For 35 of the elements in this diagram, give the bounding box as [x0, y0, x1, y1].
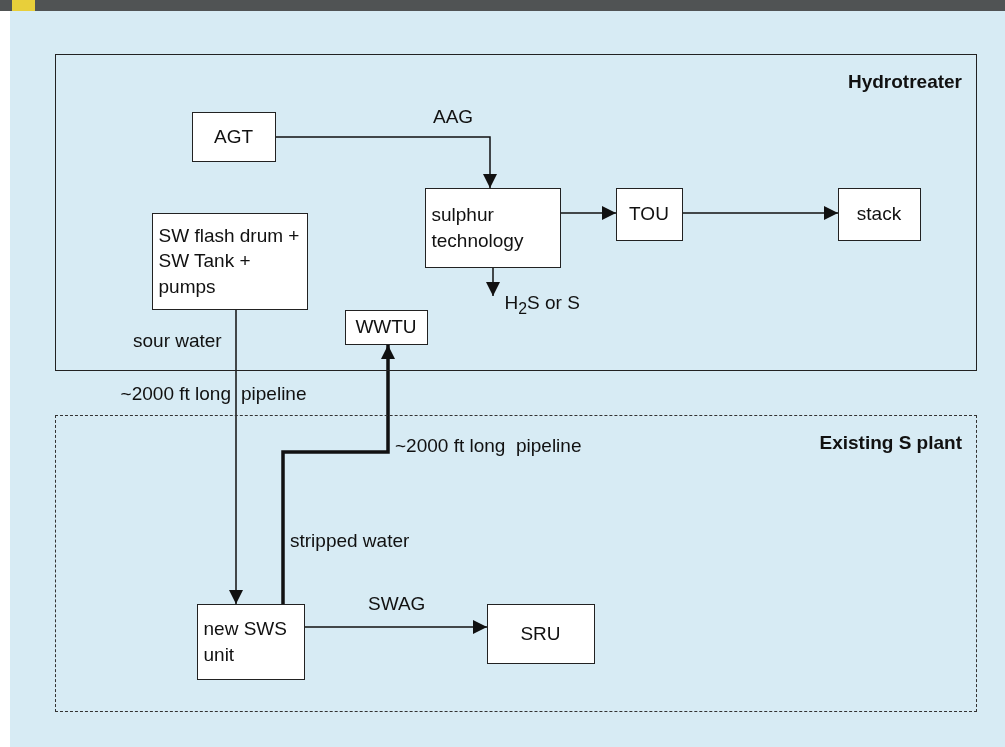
- edge-label: stripped water: [290, 530, 410, 552]
- edge-label: sour water: [133, 330, 222, 352]
- process-box: [196, 603, 305, 680]
- box-label: new SWS unit: [202, 616, 288, 667]
- process-box: [424, 187, 561, 268]
- box-label: SW flash drum + SW Tank + pumps: [157, 223, 301, 299]
- output-label: H$_{2}$S or S: [504, 291, 580, 318]
- process-box: [486, 603, 595, 664]
- box-label: TOU: [628, 202, 670, 227]
- process-box: [191, 111, 276, 162]
- pipeline-note: pipeline: [241, 383, 307, 405]
- box-label: WWTU: [354, 315, 418, 340]
- box-label: SRU: [519, 621, 562, 646]
- process-box: [151, 212, 308, 310]
- flow-arrow: [560, 206, 617, 220]
- pipeline-note: ~2000 ft long pipeline: [395, 435, 582, 457]
- area-title: Hydrotreater: [847, 71, 962, 93]
- area-frame: [55, 415, 977, 712]
- process-box: [615, 187, 683, 241]
- area-title: Existing S plant: [819, 432, 962, 454]
- area-frame: [55, 54, 977, 371]
- flow-arrow: [281, 345, 395, 604]
- edge-label: SWAG: [368, 593, 426, 615]
- flow-arrow: [275, 136, 497, 189]
- flow-arrow: [229, 309, 243, 605]
- process-box: [837, 187, 921, 241]
- flow-arrow: [304, 620, 488, 634]
- process-box: [344, 309, 428, 345]
- flow-arrow: [682, 206, 839, 220]
- box-label: stack: [855, 202, 903, 227]
- box-label: AGT: [212, 124, 255, 149]
- edge-label: AAG: [433, 106, 474, 128]
- pipeline-note: ~2000 ft long: [120, 383, 231, 405]
- box-label: sulphur technology: [430, 202, 525, 253]
- flow-arrow: [486, 267, 500, 297]
